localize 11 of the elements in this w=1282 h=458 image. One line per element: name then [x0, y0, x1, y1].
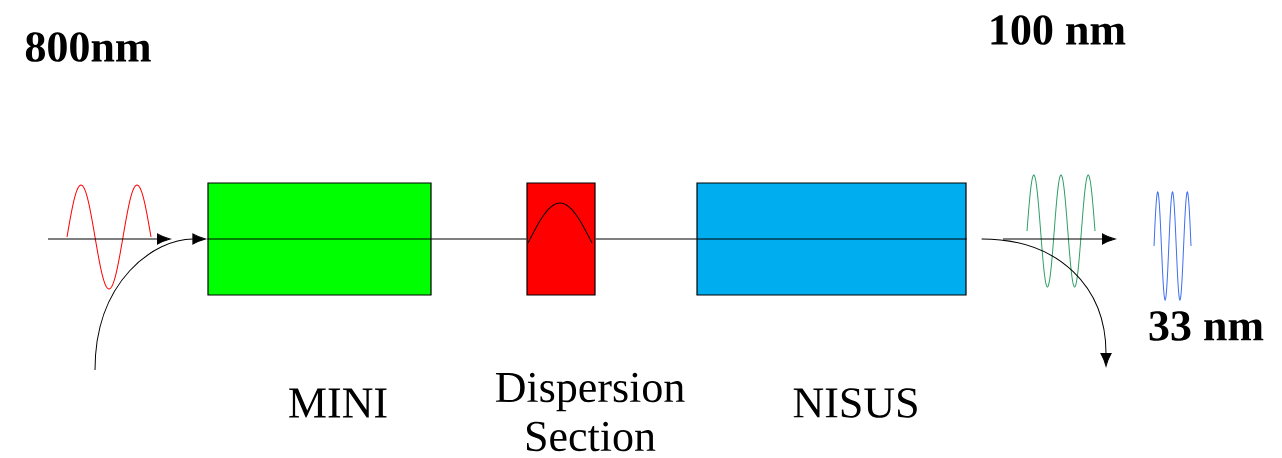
process-box: MINI: [206, 182, 433, 418]
wavelength-label: 100 nm: [991, 15, 1126, 45]
wavelength-label: 800nm: [25, 32, 151, 62]
node-label: Dispersion Section: [495, 372, 685, 452]
node-label: NISUS: [793, 388, 917, 418]
wavelength-label: 33 nm: [1149, 311, 1264, 341]
node-label: MINI: [289, 388, 387, 418]
process-box: Dispersion Section: [495, 182, 685, 452]
arrow: [981, 238, 1112, 367]
process-box: NISUS: [695, 182, 968, 418]
arrow: [94, 233, 206, 371]
